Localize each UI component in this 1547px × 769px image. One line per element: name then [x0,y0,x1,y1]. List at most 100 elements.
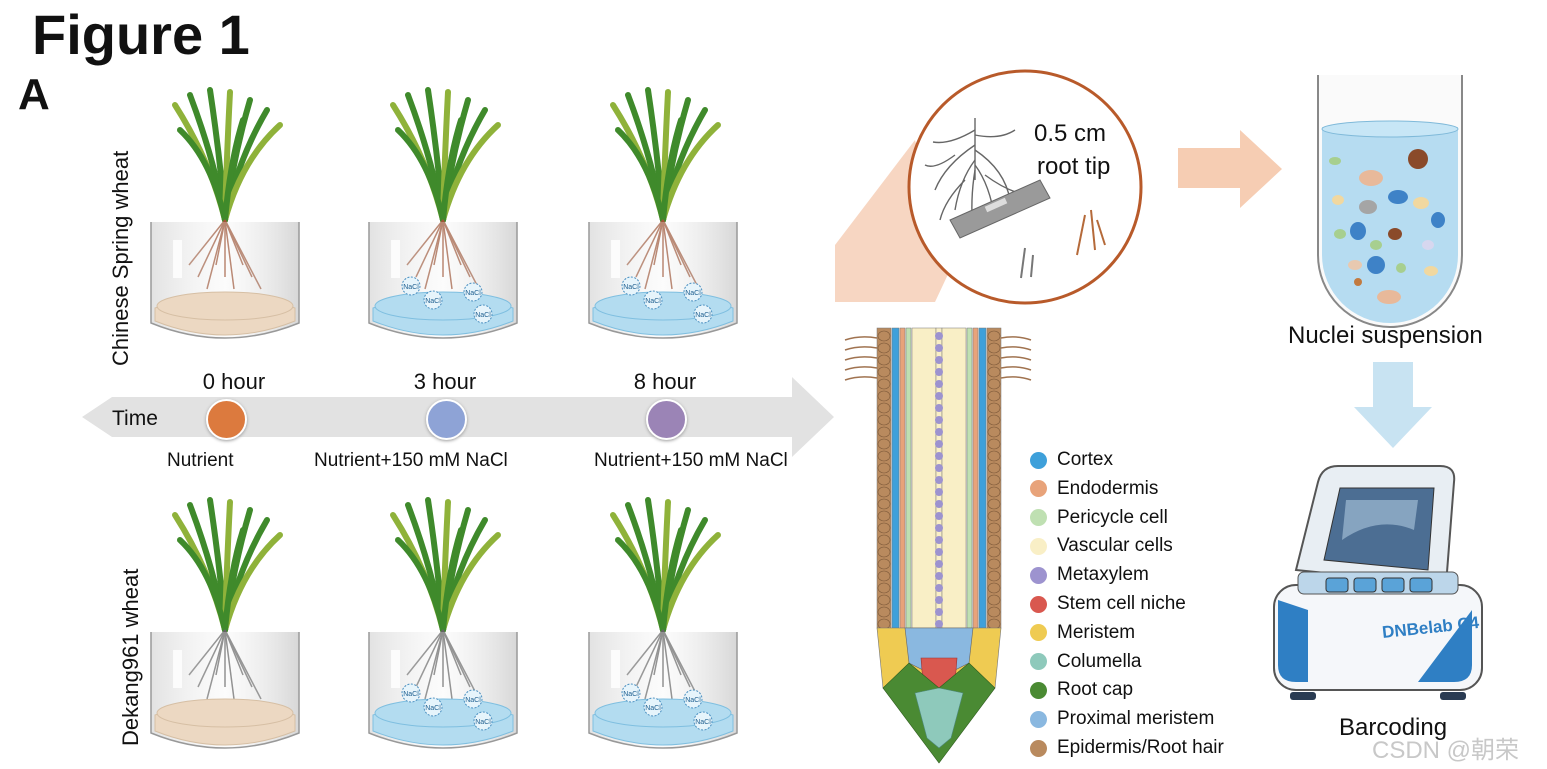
nacl-particle: NaCl [621,683,641,703]
workflow-arrow-right [1178,130,1282,208]
legend-label: Cortex [1057,449,1113,470]
nucleus [1396,263,1406,273]
legend-item: Endodermis [1030,477,1158,501]
legend-item: Vascular cells [1030,534,1173,558]
nucleus [1422,240,1434,250]
legend-item: Metaxylem [1030,563,1149,587]
legend-label: Meristem [1057,621,1136,643]
legend-item: Proximal meristem [1030,707,1214,731]
legend-swatch [1030,710,1047,728]
zoom-wedge [835,69,1143,305]
svg-text:NaCl: NaCl [465,697,481,704]
legend-label: Endodermis [1057,477,1159,499]
legend-swatch [1030,566,1047,584]
condition-2: Nutrient+150 mM NaCl [594,450,788,471]
legend-label: Epidermis/Root hair [1057,737,1224,758]
nucleus [1332,195,1344,205]
nucleus [1388,228,1402,240]
svg-text:NaCl: NaCl [685,697,701,704]
nucleus [1329,157,1341,165]
condition-1: Nutrient+150 mM NaCl [314,450,508,471]
svg-text:NaCl: NaCl [425,298,441,305]
nucleus [1359,200,1377,214]
nacl-particle: NaCl [683,282,703,302]
timepoint-1-label: 3 hour [413,369,477,394]
legend-swatch [1030,595,1047,613]
nuclei-suspension-label: Nuclei suspension [1288,322,1483,349]
legend-label: Metaxylem [1057,564,1149,586]
nacl-particle: NaCl [693,304,713,324]
nucleus [1388,190,1408,204]
legend-swatch [1030,451,1047,469]
nucleus [1431,212,1445,228]
legend-item: Epidermis/Root hair [1030,736,1224,760]
nacl-particle: NaCl [401,683,421,703]
nucleus [1413,197,1429,209]
nucleus [1334,229,1346,239]
svg-text:NaCl: NaCl [475,312,491,319]
legend-swatch [1030,624,1047,642]
time-label: Time [112,407,158,430]
svg-text:NaCl: NaCl [623,691,639,698]
timepoint-2-label: 8 hour [633,369,697,394]
legend-item: Meristem [1030,621,1135,645]
legend-item: Pericycle cell [1030,506,1168,530]
workflow-arrow-down [1354,362,1432,448]
svg-text:NaCl: NaCl [403,691,419,698]
nucleus [1350,222,1366,240]
nacl-particle: NaCl [463,282,483,302]
legend-swatch [1030,739,1047,757]
svg-text:NaCl: NaCl [645,298,661,305]
nacl-particle: NaCl [693,711,713,731]
legend-swatch [1030,480,1047,498]
nucleus [1354,278,1362,286]
svg-text:NaCl: NaCl [645,705,661,712]
legend-swatch [1030,509,1047,527]
sampling-line1: 0.5 cm [1034,120,1107,147]
wheat-plant [172,87,283,223]
timepoint-0-marker [206,399,247,440]
condition-0: Nutrient [167,450,234,471]
legend-label: Columella [1057,650,1142,672]
legend-item: Columella [1030,650,1141,674]
wheat-plant [172,497,283,633]
svg-text:NaCl: NaCl [425,705,441,712]
legend-item: Cortex [1030,448,1113,472]
nacl-particle: NaCl [683,689,703,709]
legend-item: Stem cell niche [1030,592,1186,616]
legend-swatch [1030,537,1047,555]
nuclei-tube [1317,75,1463,328]
nucleus [1348,260,1362,270]
sampling-line2: root tip [1037,153,1111,180]
watermark: CSDN @朝荣 [1372,737,1520,764]
nacl-particle: NaCl [401,276,421,296]
legend-item: Root cap [1030,678,1133,702]
panel-letter: A [18,70,50,119]
svg-text:NaCl: NaCl [685,290,701,297]
wheat-plant [610,87,721,223]
nucleus [1377,290,1401,304]
nucleus [1370,240,1382,250]
beaker [150,87,300,339]
svg-text:NaCl: NaCl [465,290,481,297]
legend-label: Stem cell niche [1057,593,1186,614]
svg-text:NaCl: NaCl [403,284,419,291]
nacl-particle: NaCl [473,711,493,731]
nucleus [1359,170,1383,186]
legend-label: Pericycle cell [1057,506,1168,528]
legend-label: Proximal meristem [1057,708,1215,730]
legend-label: Root cap [1057,679,1134,701]
barcoding-device [1273,465,1483,700]
svg-text:NaCl: NaCl [475,719,491,726]
legend-label: Vascular cells [1057,535,1173,557]
nucleus [1408,149,1428,169]
nucleus [1367,256,1385,274]
nacl-particle: NaCl [423,697,443,717]
legend-swatch [1030,681,1047,699]
timepoint-2-marker [646,399,687,440]
svg-text:NaCl: NaCl [695,719,711,726]
